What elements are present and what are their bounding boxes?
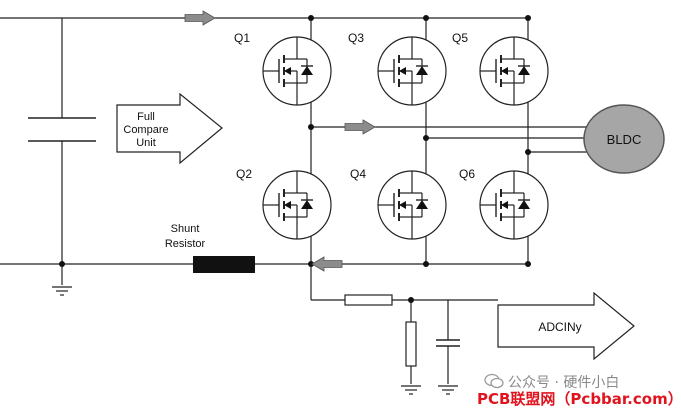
current-flow-arrow-top (184, 10, 216, 26)
label-q3: Q3 (348, 31, 364, 45)
motor-label: BLDC (607, 132, 642, 147)
dc-link-capacitor (28, 117, 96, 142)
ground-symbol-resistor (400, 385, 422, 395)
shunt-label-line1: Shunt (171, 223, 200, 235)
full-compare-unit-block: Full Compare Unit (116, 92, 223, 165)
label-q6: Q6 (459, 167, 475, 181)
label-q5: Q5 (452, 31, 468, 45)
ground-symbol-filter-cap (437, 385, 459, 395)
mosfet-q6 (479, 170, 549, 240)
full-compare-line1: Full (137, 111, 155, 123)
wechat-icon (484, 373, 504, 389)
adc-shunt-resistor (405, 321, 417, 367)
label-q1: Q1 (234, 31, 250, 45)
label-q4: Q4 (350, 167, 366, 181)
ground-symbol-cap (51, 286, 73, 296)
watermark-account: 公众号 · 硬件小白 (508, 375, 620, 391)
adcin-block: ADCINy (497, 291, 635, 361)
mosfet-q5 (479, 36, 549, 106)
full-compare-line2: Compare (123, 124, 168, 136)
current-flow-arrow-phase (344, 119, 376, 135)
shunt-label-line2: Resistor (165, 238, 206, 250)
adc-series-resistor (344, 294, 393, 306)
full-compare-line3: Unit (136, 137, 156, 149)
adc-filter-capacitor (436, 339, 460, 347)
mosfet-q4 (377, 170, 447, 240)
adc-label: ADCINy (538, 320, 581, 334)
watermark-site: PCB联盟网（Pcbbar.com） (477, 390, 681, 408)
current-flow-arrow-bottom (311, 256, 343, 272)
mosfet-q3 (377, 36, 447, 106)
shunt-resistor: Shunt Resistor (165, 223, 255, 273)
junction-dots (59, 15, 531, 303)
mosfet-q2 (262, 170, 332, 240)
bldc-motor: BLDC (583, 104, 665, 174)
label-q2: Q2 (236, 167, 252, 181)
mosfet-q1 (262, 36, 332, 106)
